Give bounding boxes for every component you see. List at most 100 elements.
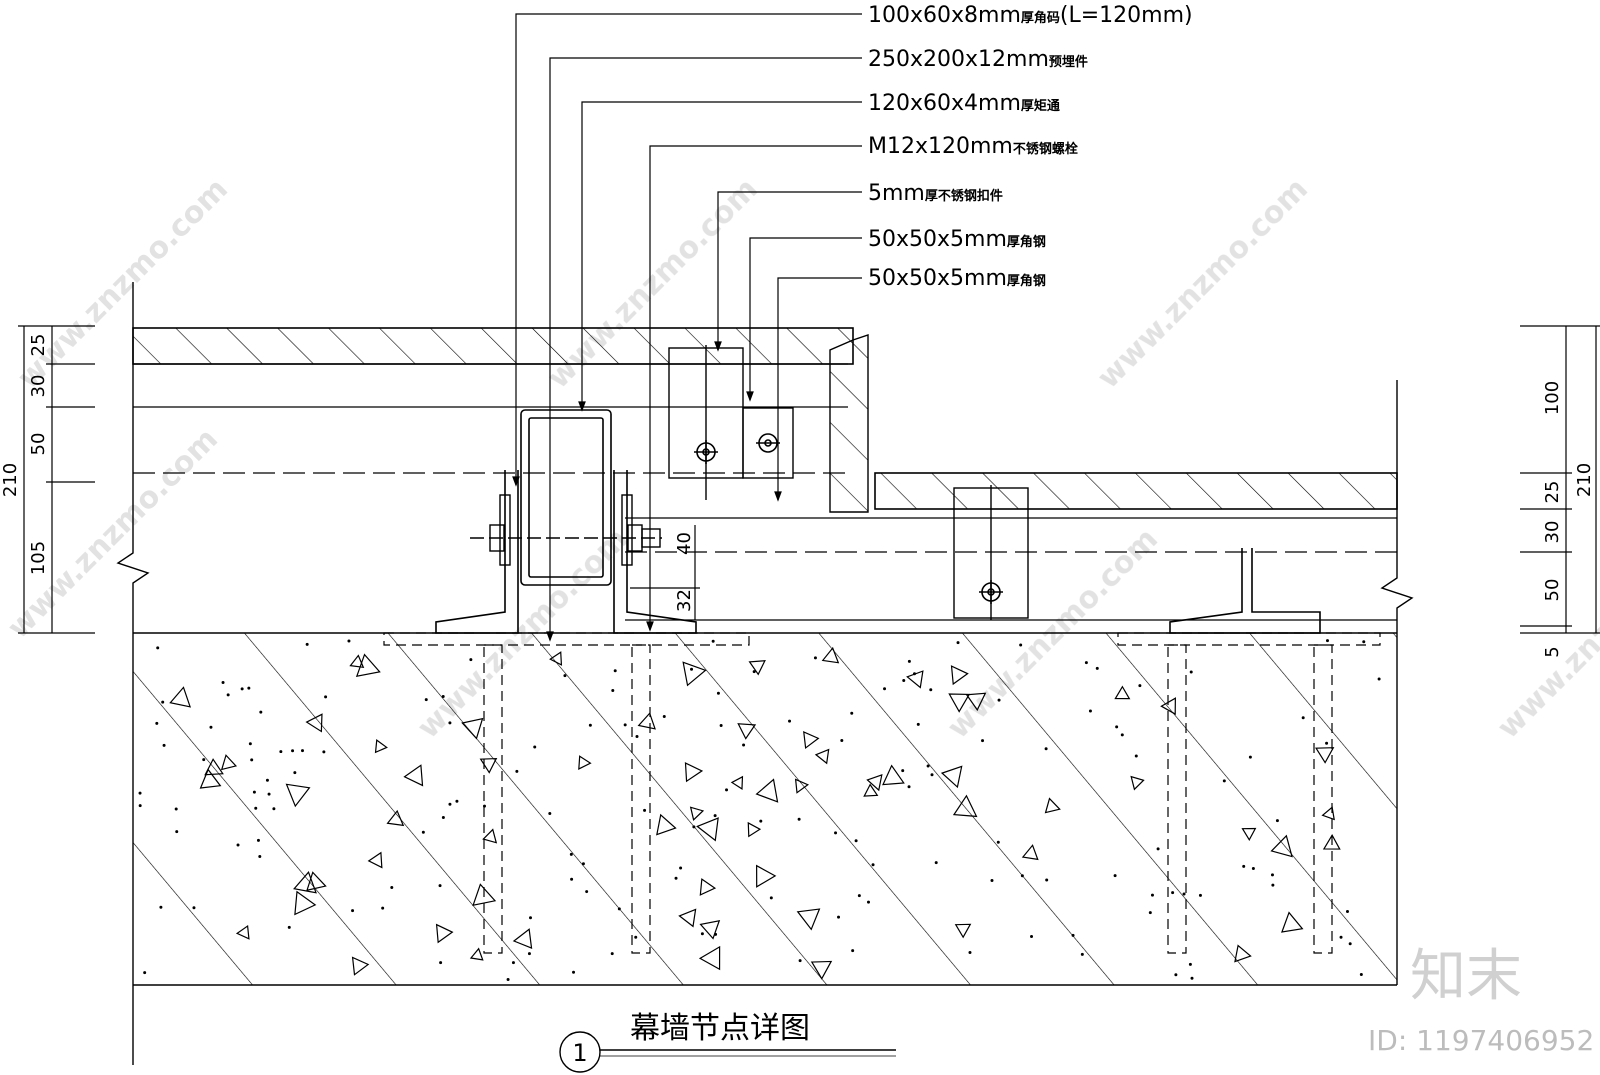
aggregate-triangle [696,817,719,842]
aggregate-triangle [810,960,833,980]
aggregate-dot [563,674,567,678]
aggregate-triangle [374,739,388,754]
aggregate-dot [548,812,552,816]
aggregate-dot [1134,754,1138,758]
aggregate-dot [1242,864,1246,868]
aggregate-dot [439,961,443,965]
aggregate-dot [1138,684,1142,688]
aggregate-dot [1190,976,1194,980]
aggregate-dot [482,804,486,808]
aggregate-dot [421,830,425,834]
aggregate-triangle [1114,685,1131,700]
aggregate-dot [1171,891,1175,895]
aggregate-dot [572,970,576,974]
aggregate-triangle [755,778,779,803]
aggregate-dot [528,916,532,920]
edge-stone-panel [829,334,869,513]
aggregate-triangle [678,908,697,928]
aggregate-dot [700,932,704,936]
aggregate-triangle [684,762,704,783]
aggregate-dot [901,769,905,773]
aggregate-dot [725,788,729,792]
aggregate-dot [448,802,452,806]
aggregate-dot [138,804,142,808]
aggregate-dot [1359,972,1363,976]
aggregate-dot [1156,847,1160,851]
aggregate-dot [236,843,240,847]
leader-arrow [746,391,754,402]
aggregate-dot [1120,733,1124,737]
aggregate-dot [1115,725,1119,729]
aggregate-triangle [482,828,498,844]
brand-logo: 知末 [1410,944,1522,1009]
aggregate-triangle [169,686,192,708]
aggregate-dot [279,750,283,754]
right-dim-50: 50 [1542,579,1563,602]
aggregate-dot [1182,892,1186,896]
aggregate-dot [1301,716,1305,720]
aggregate-dot [662,714,666,718]
aggregate-dot [617,907,621,911]
watermark-text: www.znzmo.com [1091,172,1315,396]
aggregate-triangle [1044,797,1061,814]
aggregate-dot [138,791,142,795]
aggregate-dot [162,743,166,747]
leader-line [549,57,862,640]
aggregate-dot [469,658,473,662]
aggregate-dot [690,667,694,671]
aggregate-dot [305,642,309,646]
aggregate-dot [174,807,178,811]
aggregate-dot [248,742,252,746]
aggregate-triangle [349,654,365,669]
aggregate-dot [851,949,855,953]
aggregate-dot [1113,874,1117,878]
aggregate-triangle [882,764,905,786]
right-dim-30: 30 [1542,521,1563,544]
aggregate-triangle [403,764,424,787]
aggregate-dot [265,778,269,782]
aggregate-triangle [756,864,777,888]
aggregate-triangle [699,919,721,940]
aggregate-dot [448,721,452,725]
aggregate-triangle [866,774,883,792]
aggregate-triangle [950,665,969,686]
aggregate-triangle [863,783,879,797]
aggregate-dot [506,978,510,982]
aggregate-dot [247,686,251,690]
aggregate-dot [968,950,972,954]
aggregate-dot [1084,661,1088,665]
aggregate-triangle [1315,747,1335,764]
right-dimension-chain [1520,325,1600,634]
aggregate-triangle [1281,911,1304,933]
left-dimension-chain [18,325,95,634]
aggregate-dot [635,734,639,738]
aggregate-dot [1150,893,1154,897]
aggregate-dot [611,689,615,693]
aggregate-dot [929,688,933,692]
aggregate-dot [585,890,589,894]
aggregate-dot [1325,639,1329,643]
aggregate-triangle [549,651,563,666]
aggregate-dot [300,749,304,753]
aggregate-dot [221,680,225,684]
aggregate-dot [1275,819,1279,823]
aggregate-dot [272,807,276,811]
aggregate-triangle [637,712,656,730]
aggregate-dot [759,819,763,823]
aggregate-triangle [461,717,484,740]
aggregate-dot [916,722,920,726]
left-dim-50: 50 [28,433,49,456]
aggregate-dot [674,876,678,880]
aggregate-dot [1095,666,1099,670]
aggregate-dot [692,825,696,829]
right-dim-25: 25 [1542,481,1563,504]
leader-arrow [646,621,654,632]
aggregate-dot [719,723,723,727]
drawing-title: 1 幕墙节点详图 [559,1011,896,1073]
aggregate-dot [1030,935,1034,939]
aggregate-dot [581,862,585,866]
callout-label: 50x50x5mm厚角钢 [868,227,1046,252]
right-dim-total: 210 [1574,463,1595,497]
aggregate-dot [1377,677,1381,681]
aggregate-triangle [479,757,498,774]
